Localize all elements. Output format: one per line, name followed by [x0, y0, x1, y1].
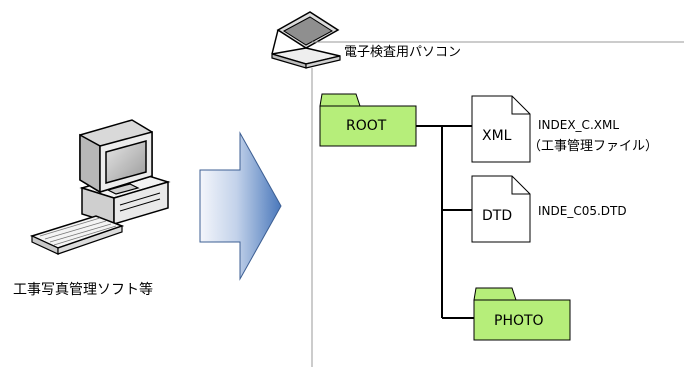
computer-label: 工事写真管理ソフト等 [13, 282, 153, 298]
root-folder-label[interactable]: ROOT [346, 118, 387, 134]
dtd-file-name: INDE_C05.DTD [538, 204, 627, 218]
xml-file-icon[interactable] [471, 95, 531, 163]
header-label: 電子検査用パソコン [344, 45, 462, 60]
dtd-file-icon[interactable] [471, 175, 531, 243]
xml-file-icon-label: XML [482, 128, 512, 144]
laptop-icon [271, 11, 341, 69]
transfer-arrow [199, 131, 282, 281]
dtd-file-icon-label: DTD [482, 208, 513, 224]
xml-file-name: INDEX_C.XML [538, 118, 620, 132]
xml-file-description: （工事管理ファイル） [528, 139, 659, 154]
photo-folder-label[interactable]: PHOTO [494, 313, 544, 329]
photo-folder-icon[interactable] [473, 287, 571, 341]
desktop-computer-icon [29, 119, 171, 255]
root-folder-icon[interactable] [319, 93, 417, 147]
tree-connectors [416, 125, 474, 319]
